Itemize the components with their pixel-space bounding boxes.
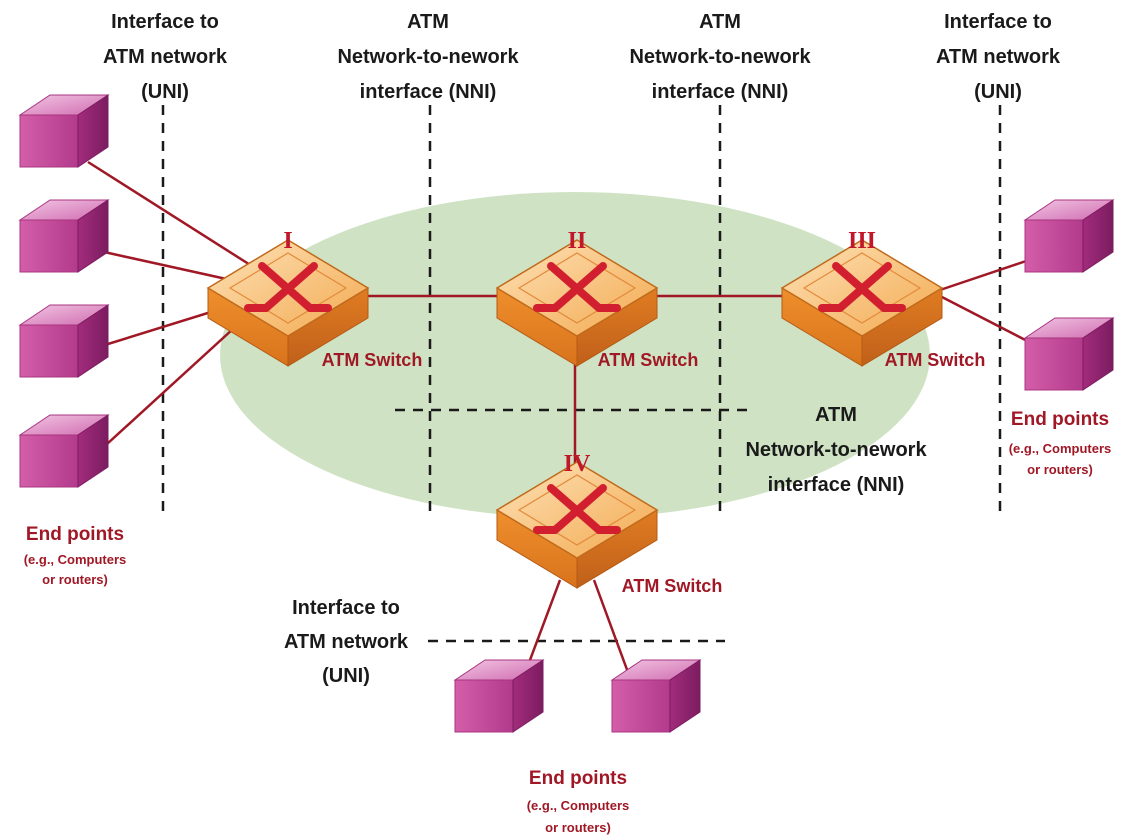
svg-text:Network-to-nework: Network-to-nework (745, 439, 927, 461)
switch-numeral-iii: III (848, 228, 876, 254)
endpoint-bottom-1 (454, 659, 544, 733)
label-uni-bottom: Interface to ATM network (UNI) (284, 597, 409, 687)
svg-text:(UNI): (UNI) (322, 665, 370, 687)
svg-text:End points: End points (26, 524, 124, 545)
switch-numeral-i: I (283, 228, 292, 254)
svg-text:(e.g., Computers: (e.g., Computers (24, 552, 127, 567)
svg-text:or routers): or routers) (1027, 462, 1093, 477)
label-uni-right: Interface to ATM network (UNI) (936, 11, 1061, 103)
link-ep-left-2 (94, 248, 241, 284)
endpoint-left-3 (19, 304, 109, 378)
svg-text:ATM network: ATM network (103, 46, 228, 68)
svg-text:(e.g., Computers: (e.g., Computers (527, 798, 630, 813)
endpoint-right-2 (1024, 317, 1114, 391)
svg-text:Interface to: Interface to (292, 597, 400, 619)
svg-text:ATM network: ATM network (936, 46, 1061, 68)
svg-text:interface (NNI): interface (NNI) (360, 81, 497, 103)
endpoint-bottom-2 (611, 659, 701, 733)
label-uni-left: Interface to ATM network (UNI) (103, 11, 228, 103)
caption-endpoints-bottom: End points (e.g., Computers or routers) (527, 768, 630, 835)
caption-endpoints-right: End points (e.g., Computers or routers) (1009, 409, 1112, 477)
endpoint-right-1 (1024, 199, 1114, 273)
label-nni-center: ATM Network-to-nework interface (NNI) (745, 404, 927, 496)
switch-numeral-ii: II (568, 228, 587, 254)
link-ep-right-2 (939, 294, 1036, 347)
svg-text:Network-to-nework: Network-to-nework (337, 46, 519, 68)
svg-text:ATM: ATM (699, 11, 741, 33)
svg-text:or routers): or routers) (42, 572, 108, 587)
endpoint-left-1 (19, 94, 109, 168)
label-nni-right: ATM Network-to-nework interface (NNI) (629, 11, 811, 103)
switch-label-iv: ATM Switch (622, 576, 723, 596)
svg-text:interface (NNI): interface (NNI) (768, 474, 905, 496)
svg-text:End points: End points (1011, 409, 1109, 430)
switch-label-iii: ATM Switch (885, 350, 986, 370)
link-ep-right-1 (939, 256, 1036, 292)
svg-text:(UNI): (UNI) (974, 81, 1022, 103)
svg-text:(UNI): (UNI) (141, 81, 189, 103)
label-nni-left: ATM Network-to-nework interface (NNI) (337, 11, 519, 103)
svg-text:Interface to: Interface to (944, 11, 1052, 33)
svg-text:(e.g., Computers: (e.g., Computers (1009, 441, 1112, 456)
switch-label-i: ATM Switch (322, 350, 423, 370)
svg-text:ATM: ATM (407, 11, 449, 33)
link-ep-left-1 (87, 160, 256, 270)
switch-label-ii: ATM Switch (598, 350, 699, 370)
link-ep-left-4 (94, 317, 246, 456)
caption-endpoints-left: End points (e.g., Computers or routers) (24, 524, 127, 587)
svg-text:End points: End points (529, 768, 627, 789)
endpoint-left-4 (19, 414, 109, 488)
svg-text:ATM network: ATM network (284, 631, 409, 653)
svg-text:Network-to-nework: Network-to-nework (629, 46, 811, 68)
svg-text:Interface to: Interface to (111, 11, 219, 33)
svg-text:ATM: ATM (815, 404, 857, 426)
switch-numeral-iv: IV (564, 451, 591, 477)
svg-text:or routers): or routers) (545, 820, 611, 835)
svg-text:interface (NNI): interface (NNI) (652, 81, 789, 103)
endpoint-left-2 (19, 199, 109, 273)
